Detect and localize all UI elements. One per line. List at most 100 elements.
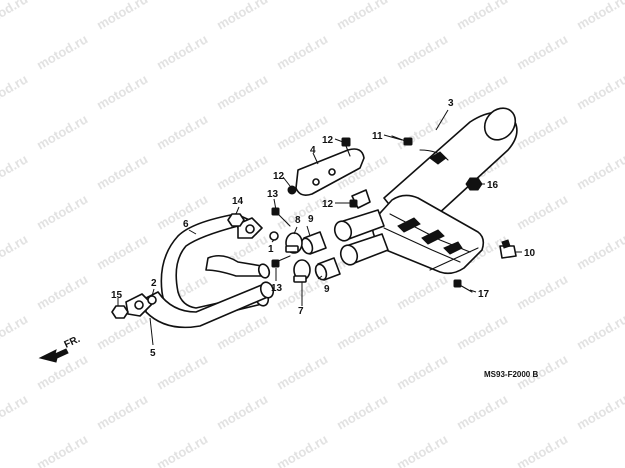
watermark-text: motod.ru xyxy=(34,191,90,232)
clamp-part-7[interactable] xyxy=(293,259,311,283)
diagram-code: MS93-F2000 B xyxy=(484,370,538,379)
leader-lines xyxy=(117,109,522,346)
watermark-text: motod.ru xyxy=(274,431,330,468)
watermark-text: motod.ru xyxy=(334,71,390,112)
watermark-text: motod.ru xyxy=(214,0,270,33)
watermark-text: motod.ru xyxy=(454,391,510,432)
watermark-text: motod.ru xyxy=(214,71,270,112)
watermark-text: motod.ru xyxy=(514,191,570,232)
callout-7: 7 xyxy=(298,306,304,317)
callout-16: 16 xyxy=(487,180,499,191)
watermark-text: motod.ru xyxy=(154,431,210,468)
watermark-text: motod.ru xyxy=(154,351,210,392)
callout-12-right: 12 xyxy=(322,199,334,210)
gasket-part-2[interactable] xyxy=(147,295,157,305)
bolt-part-13-upper[interactable] xyxy=(271,207,291,227)
watermark-text: motod.ru xyxy=(34,111,90,152)
watermark-text: motod.ru xyxy=(394,431,450,468)
watermark-text: motod.ru xyxy=(94,231,150,272)
bolt-part-17[interactable] xyxy=(453,279,473,293)
watermark-text: motod.ru xyxy=(454,0,510,33)
watermark-text: motod.ru xyxy=(574,0,625,33)
joint-pipe-9-upper[interactable] xyxy=(300,231,327,255)
watermark-text: motod.ru xyxy=(154,111,210,152)
joint-pipe-9-lower[interactable] xyxy=(314,257,341,281)
watermark-text: motod.ru xyxy=(214,151,270,192)
callout-13-lower: 13 xyxy=(271,283,283,294)
gasket-part-1[interactable] xyxy=(269,231,279,241)
callout-4: 4 xyxy=(310,145,316,156)
watermark-text: motod.ru xyxy=(34,271,90,312)
watermark-text: motod.ru xyxy=(574,311,625,352)
callout-12-top: 12 xyxy=(322,135,334,146)
nut-part-14[interactable] xyxy=(227,213,245,227)
watermark-text: motod.ru xyxy=(274,31,330,72)
watermark-text: motod.ru xyxy=(274,191,330,232)
clamp-part-8[interactable] xyxy=(285,232,303,254)
rubber-part-10[interactable] xyxy=(499,239,517,259)
watermark-text: motod.ru xyxy=(94,151,150,192)
muffler-part-3[interactable] xyxy=(332,102,522,275)
callout-5: 5 xyxy=(150,348,156,359)
watermark-text: motod.ru xyxy=(514,111,570,152)
watermark-text: motod.ru xyxy=(514,431,570,468)
bolt-part-12-top[interactable] xyxy=(341,137,351,157)
callout-2: 2 xyxy=(151,278,157,289)
callout-17: 17 xyxy=(478,289,490,300)
callout-13-upper: 13 xyxy=(267,189,279,200)
callout-10: 10 xyxy=(524,248,536,259)
watermark-text: motod.ru xyxy=(94,71,150,112)
watermark-text: motod.ru xyxy=(274,111,330,152)
watermark-text: motod.ru xyxy=(334,0,390,33)
exhaust-pipe-part-5[interactable] xyxy=(145,254,275,329)
watermark-text: motod.ru xyxy=(0,391,30,432)
watermark-text: motod.ru xyxy=(0,231,30,272)
watermark-text: motod.ru xyxy=(574,71,625,112)
watermark-text: motod.ru xyxy=(0,0,30,33)
callout-9-lower: 9 xyxy=(324,284,330,295)
callout-9-upper: 9 xyxy=(308,214,314,225)
watermark-text: motod.ru xyxy=(394,271,450,312)
callout-1: 1 xyxy=(268,244,274,255)
watermark-text: motod.ru xyxy=(574,231,625,272)
callout-8: 8 xyxy=(295,215,301,226)
direction-label: FR. xyxy=(63,334,82,351)
bolt-part-12-right[interactable] xyxy=(349,199,358,208)
watermark-text: motod.ru xyxy=(0,311,30,352)
bolt-part-12-left[interactable] xyxy=(287,185,297,195)
watermark-text: motod.ru xyxy=(574,151,625,192)
watermark-text: motod.ru xyxy=(94,0,150,33)
watermark-text: motod.ru xyxy=(514,31,570,72)
callout-14: 14 xyxy=(232,196,244,207)
watermark-text: motod.ru xyxy=(94,391,150,432)
callout-12-left: 12 xyxy=(273,171,285,182)
watermark-text: motod.ru xyxy=(454,71,510,112)
watermark-text: motod.ru xyxy=(154,31,210,72)
callout-labels: 3 11 12 4 16 12 12 13 14 8 9 6 1 9 10 13… xyxy=(111,98,536,359)
watermark-text: motod.ru xyxy=(514,271,570,312)
watermark-text: motod.ru xyxy=(0,151,30,192)
callout-3: 3 xyxy=(448,98,454,109)
watermark-text: motod.ru xyxy=(0,71,30,112)
callout-15: 15 xyxy=(111,290,123,301)
watermark-text: motod.ru xyxy=(214,391,270,432)
watermark-text: motod.ru xyxy=(334,311,390,352)
exhaust-flange-lower xyxy=(125,293,153,317)
nut-part-15[interactable] xyxy=(111,305,129,319)
watermark-text: motod.ru xyxy=(394,351,450,392)
watermark-text: motod.ru xyxy=(214,311,270,352)
callout-11: 11 xyxy=(372,131,383,142)
muffler-bracket-part-4[interactable] xyxy=(295,148,365,196)
watermark-text: motod.ru xyxy=(334,391,390,432)
watermark-text: motod.ru xyxy=(394,31,450,72)
bolt-part-13-lower[interactable] xyxy=(271,255,291,268)
watermark-text: motod.ru xyxy=(574,391,625,432)
nut-part-16[interactable] xyxy=(465,177,483,191)
watermark-text: motod.ru xyxy=(454,311,510,352)
watermark-text: motod.ru xyxy=(274,351,330,392)
watermark-text: motod.ru xyxy=(34,31,90,72)
exhaust-flange-upper xyxy=(237,217,263,239)
callout-6: 6 xyxy=(183,219,189,230)
watermark-text: motod.ru xyxy=(34,431,90,468)
